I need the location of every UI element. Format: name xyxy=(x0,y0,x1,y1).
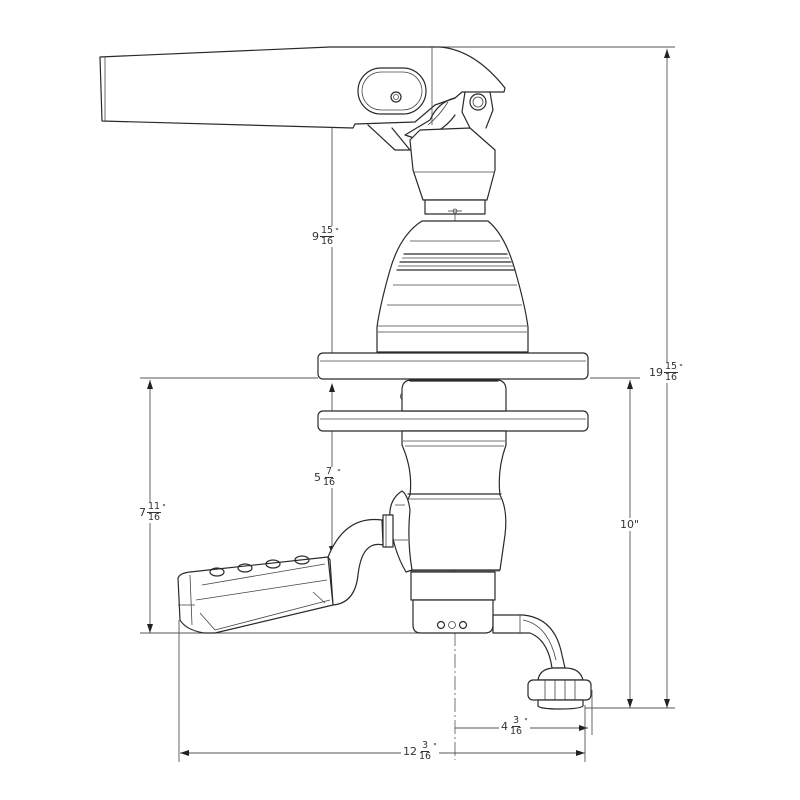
dim-unit: " xyxy=(433,742,437,751)
dim-denominator: 16 xyxy=(148,512,161,523)
dim-label-overall-width: 12 3 16 " xyxy=(401,741,439,762)
dim-unit: " xyxy=(335,227,339,236)
dim-numerator: 15 xyxy=(664,361,679,373)
side-clamp xyxy=(382,490,413,573)
dim-fraction: 3 16 xyxy=(509,716,523,737)
dim-value: 10" xyxy=(620,518,640,531)
dim-unit: " xyxy=(337,468,341,477)
dim-whole: 7 xyxy=(139,506,146,519)
dim-fraction: 15 16 xyxy=(320,225,335,247)
dim-whole: 12 xyxy=(403,745,417,758)
dim-numerator: 7 xyxy=(325,466,334,478)
dim-numerator: 15 xyxy=(320,225,335,237)
dim-label-center-to-knob: 4 3 16 " xyxy=(499,716,530,737)
dim-fraction: 3 16 xyxy=(418,741,432,762)
dim-whole: 4 xyxy=(501,720,508,733)
dim-denominator: 16 xyxy=(665,372,678,383)
dim-label-mount-to-bottom: 10" xyxy=(618,518,642,531)
dim-label-overall-height: 19 15 16 " xyxy=(647,362,685,383)
dim-whole: 19 xyxy=(649,366,663,379)
mounting-plate xyxy=(317,352,589,432)
dim-label-mount-to-handle: 5 7 16 " xyxy=(312,467,343,488)
dim-denominator: 16 xyxy=(510,726,523,737)
dim-numerator: 3 xyxy=(421,740,430,752)
dim-numerator: 11 xyxy=(147,501,162,513)
lever-arm xyxy=(99,46,506,151)
dim-fraction: 11 16 xyxy=(147,501,162,523)
bell-base xyxy=(376,220,529,353)
dim-denominator: 16 xyxy=(323,477,336,488)
dim-unit: " xyxy=(524,717,528,726)
dim-label-handle-height: 7 11 16 " xyxy=(137,502,168,523)
dim-denominator: 16 xyxy=(321,236,334,247)
upper-housing xyxy=(409,127,496,215)
dim-fraction: 7 16 xyxy=(322,467,336,488)
dim-whole: 9 xyxy=(312,230,319,243)
dim-unit: " xyxy=(679,363,683,372)
lower-body xyxy=(401,430,507,634)
dim-label-lever-height: 9 15 16 " xyxy=(310,226,341,247)
handle-grip xyxy=(177,518,384,634)
dim-denominator: 16 xyxy=(419,751,432,762)
dim-numerator: 3 xyxy=(512,715,521,727)
bottom-knob-arm xyxy=(492,614,592,710)
dim-fraction: 15 16 xyxy=(664,361,679,383)
dim-whole: 5 xyxy=(314,471,321,484)
dim-unit: " xyxy=(162,503,166,512)
